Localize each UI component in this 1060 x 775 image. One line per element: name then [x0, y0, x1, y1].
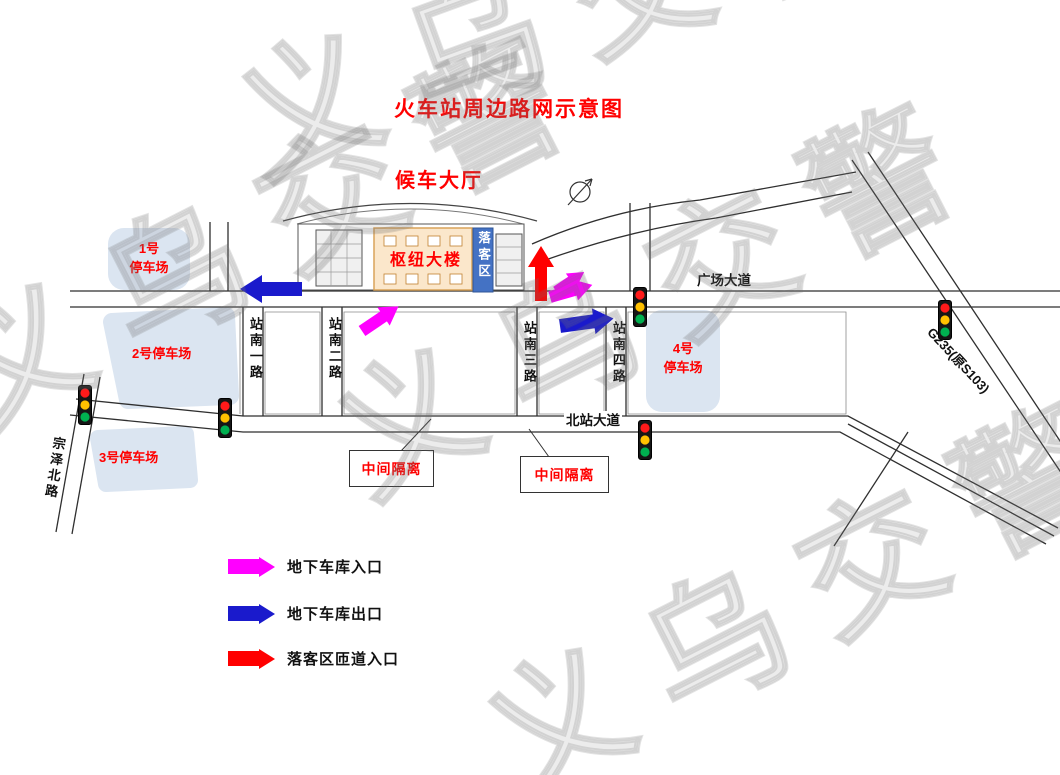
map-arrows — [240, 246, 614, 336]
compass-icon — [567, 178, 593, 206]
station-building — [282, 202, 538, 293]
garage-entrance-arrow-southwest — [358, 306, 399, 336]
traffic-light-icon — [633, 287, 647, 327]
legend-label: 地下车库入口 — [287, 559, 384, 576]
garage-exit-arrow-east — [559, 308, 614, 335]
dropoff-zone-area — [472, 227, 494, 293]
parking-lot-1-area — [108, 228, 190, 290]
road-label-north-station-avenue: 北站大道 — [564, 411, 622, 431]
road-network — [55, 151, 1060, 547]
traffic-light-icon — [218, 398, 232, 438]
parking-lot-3-label: 3号停车场 — [99, 450, 159, 465]
garage-exit-arrow-west — [240, 275, 302, 303]
blue-arrow-icon — [228, 603, 275, 624]
parking-areas — [90, 228, 720, 492]
road-label-station-south-3: 站南三路 — [521, 321, 537, 385]
city-blocks — [239, 311, 847, 415]
legend-item-garage-exit: 地下车库出口 — [228, 603, 383, 624]
magenta-arrow-icon — [228, 556, 275, 577]
dropoff-zone-label: 落客区 — [476, 231, 491, 281]
traffic-light-icon — [638, 420, 652, 460]
garage-entrance-arrow-east-2 — [553, 271, 585, 296]
parking-lot-4-label: 4号 停车场 — [663, 341, 703, 375]
page-title: 火车站周边路网示意图 — [394, 98, 624, 121]
median-callout-1: 中间隔离 — [349, 450, 434, 487]
legend-item-garage-entrance: 地下车库入口 — [228, 556, 383, 577]
parking-lot-2-area — [103, 307, 239, 409]
parking-lot-4-area — [646, 310, 720, 412]
garage-entrance-arrow-east — [548, 279, 593, 303]
callout-lines — [400, 418, 550, 458]
legend-label: 落客区匝道入口 — [287, 651, 400, 668]
parking-lot-1-label: 1号 停车场 — [129, 241, 169, 275]
legend-item-dropoff-ramp: 落客区匝道入口 — [228, 648, 399, 669]
median-callout-2: 中间隔离 — [520, 456, 609, 493]
dropoff-ramp-arrow — [528, 246, 554, 301]
road-label-plaza-avenue: 广场大道 — [697, 273, 751, 288]
red-arrow-icon — [228, 648, 275, 669]
waiting-hall-label: 候车大厅 — [395, 170, 483, 192]
traffic-light-icon — [78, 385, 92, 425]
parking-lot-2-label: 2号停车场 — [132, 346, 192, 361]
parking-lot-3-area — [90, 426, 198, 492]
legend-label: 地下车库出口 — [287, 606, 384, 623]
hub-building-label: 枢纽大楼 — [390, 252, 463, 269]
road-label-station-south-1: 站南一路 — [247, 317, 263, 381]
road-label-station-south-4: 站南四路 — [610, 321, 626, 385]
road-label-station-south-2: 站南二路 — [326, 317, 342, 381]
